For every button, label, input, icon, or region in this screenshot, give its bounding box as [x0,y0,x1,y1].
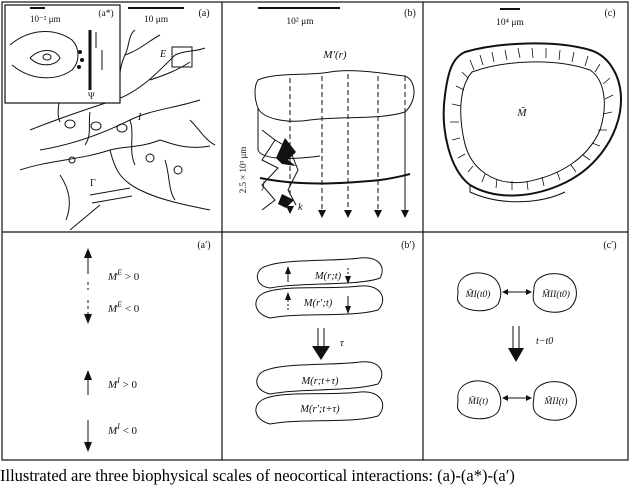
b-prime-blob3: M(r;t+τ) [300,376,339,387]
panel-b-prime: (b′) M(r;t) M(r′;t) τ M(r;t+τ) M(r′;t+τ) [255,240,415,425]
panel-a-star-inset: (a*) 10⁻² μm Ψ [4,4,121,104]
b-prime-blob4: M(r′;t+τ) [299,404,340,415]
c-prime-m2-t0: M̃II(t0) [541,287,570,300]
panel-a-prime: (a′) ME > 0 ME < 0 MI > 0 MI < 0 [84,240,211,452]
pyramidal-neurons [261,129,299,211]
panel-c: (c) 10⁴ μm M̃ [442,8,622,203]
panel-c-prime-label: (c′) [603,240,616,251]
neuron-k-label: k [298,202,303,213]
panel-a-scale-label: 10 μm [144,15,169,25]
panel-a-star-label: (a*) [98,8,113,19]
mI-positive: MI > 0 [107,376,138,391]
b-prime-blob1: M(r;t) [314,271,342,282]
panel-a-label: (a) [198,8,209,19]
figure-caption: Illustrated are three biophysical scales… [0,466,515,485]
mE-positive: ME > 0 [107,268,140,283]
panel-grid [1,1,629,461]
panel-b-label: (b) [404,8,416,19]
mI-negative: MI < 0 [107,422,138,437]
panel-b-scale-label: 10² μm [286,17,314,27]
c-prime-m1-t: M̃I(t) [467,394,488,407]
neuron-j-label: j [260,180,265,191]
neuron-label-i: I [137,112,142,123]
neuron-label-gamma: Γ [90,178,96,189]
psi-label: Ψ [88,91,95,101]
cortex-surface [442,42,622,203]
c-prime-arrow-label: t−t0 [536,336,553,347]
soma-markers [64,46,193,175]
panel-b: (b) 10² μm M′(r) [238,7,416,218]
mE-negative: ME < 0 [107,300,140,315]
panel-a-prime-label: (a′) [197,240,210,251]
c-prime-m2-t: M̃II(t) [543,394,567,407]
panel-c-prime: (c′) M̃I(t0) M̃II(t0) t−t0 M̃I(t) M̃II(t… [457,240,617,421]
panel-a: (a) 10 μm [4,4,216,231]
b-prime-tau: τ [340,338,345,349]
columnar-arrows [289,74,406,214]
panel-c-field-label: M̃ [516,106,527,119]
columnar-arrowheads [286,206,409,218]
neuron-label-e: E [159,49,166,60]
panel-a-star-scale-label: 10⁻² μm [30,14,61,24]
c-prime-m1-t0: M̃I(t0) [465,287,491,300]
panel-b-depth-label: 2.5 × 10³ μm [238,147,248,194]
panel-c-label: (c) [604,8,615,19]
panel-b-field-label: M′(r) [322,49,347,61]
b-prime-blob2: M(r′;t) [303,298,333,309]
panel-c-scale-label: 10⁴ μm [496,18,524,28]
panel-b-prime-label: (b′) [401,240,415,251]
